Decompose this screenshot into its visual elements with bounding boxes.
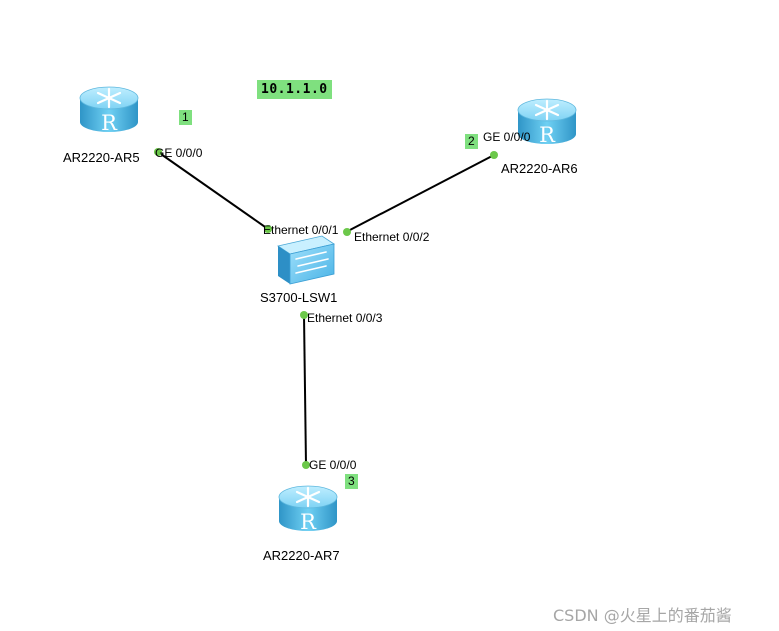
port-label-lsw1-e2: Ethernet 0/0/2	[354, 230, 430, 244]
switch-lsw1-name: S3700-LSW1	[260, 290, 338, 305]
port-dot-lsw1-e1	[264, 225, 272, 233]
router-ar5-name: AR2220-AR5	[63, 150, 140, 165]
watermark-text: CSDN @火星上的番茄酱	[553, 606, 732, 625]
link-ar7-lsw1[interactable]	[303, 314, 307, 466]
router-ar7-name: AR2220-AR7	[263, 548, 340, 563]
link-ar6-lsw1[interactable]	[347, 154, 495, 232]
link-tag-1: 1	[179, 110, 192, 125]
link-ar5-lsw1[interactable]	[157, 151, 269, 230]
router-ar6-name: AR2220-AR6	[501, 161, 578, 176]
port-label-lsw1-e1: Ethernet 0/0/1	[263, 223, 339, 237]
port-label-ar6: GE 0/0/0	[483, 130, 531, 144]
port-dot-lsw1-e3	[300, 311, 308, 319]
port-label-ar7: GE 0/0/0	[309, 458, 357, 472]
router-ar7-icon[interactable]	[277, 484, 339, 536]
link-tag-3: 3	[345, 474, 358, 489]
port-dot-ar6	[490, 151, 498, 159]
port-dot-ar5	[154, 148, 162, 156]
port-label-ar5: GE 0/0/0	[155, 146, 203, 160]
network-label: 10.1.1.0	[257, 80, 332, 99]
port-dot-lsw1-e2	[343, 228, 351, 236]
port-dot-ar7	[302, 461, 310, 469]
router-ar5-icon[interactable]	[78, 85, 140, 137]
link-tag-2: 2	[465, 134, 478, 149]
switch-lsw1-icon[interactable]	[277, 235, 335, 285]
port-label-lsw1-e3: Ethernet 0/0/3	[307, 311, 383, 325]
